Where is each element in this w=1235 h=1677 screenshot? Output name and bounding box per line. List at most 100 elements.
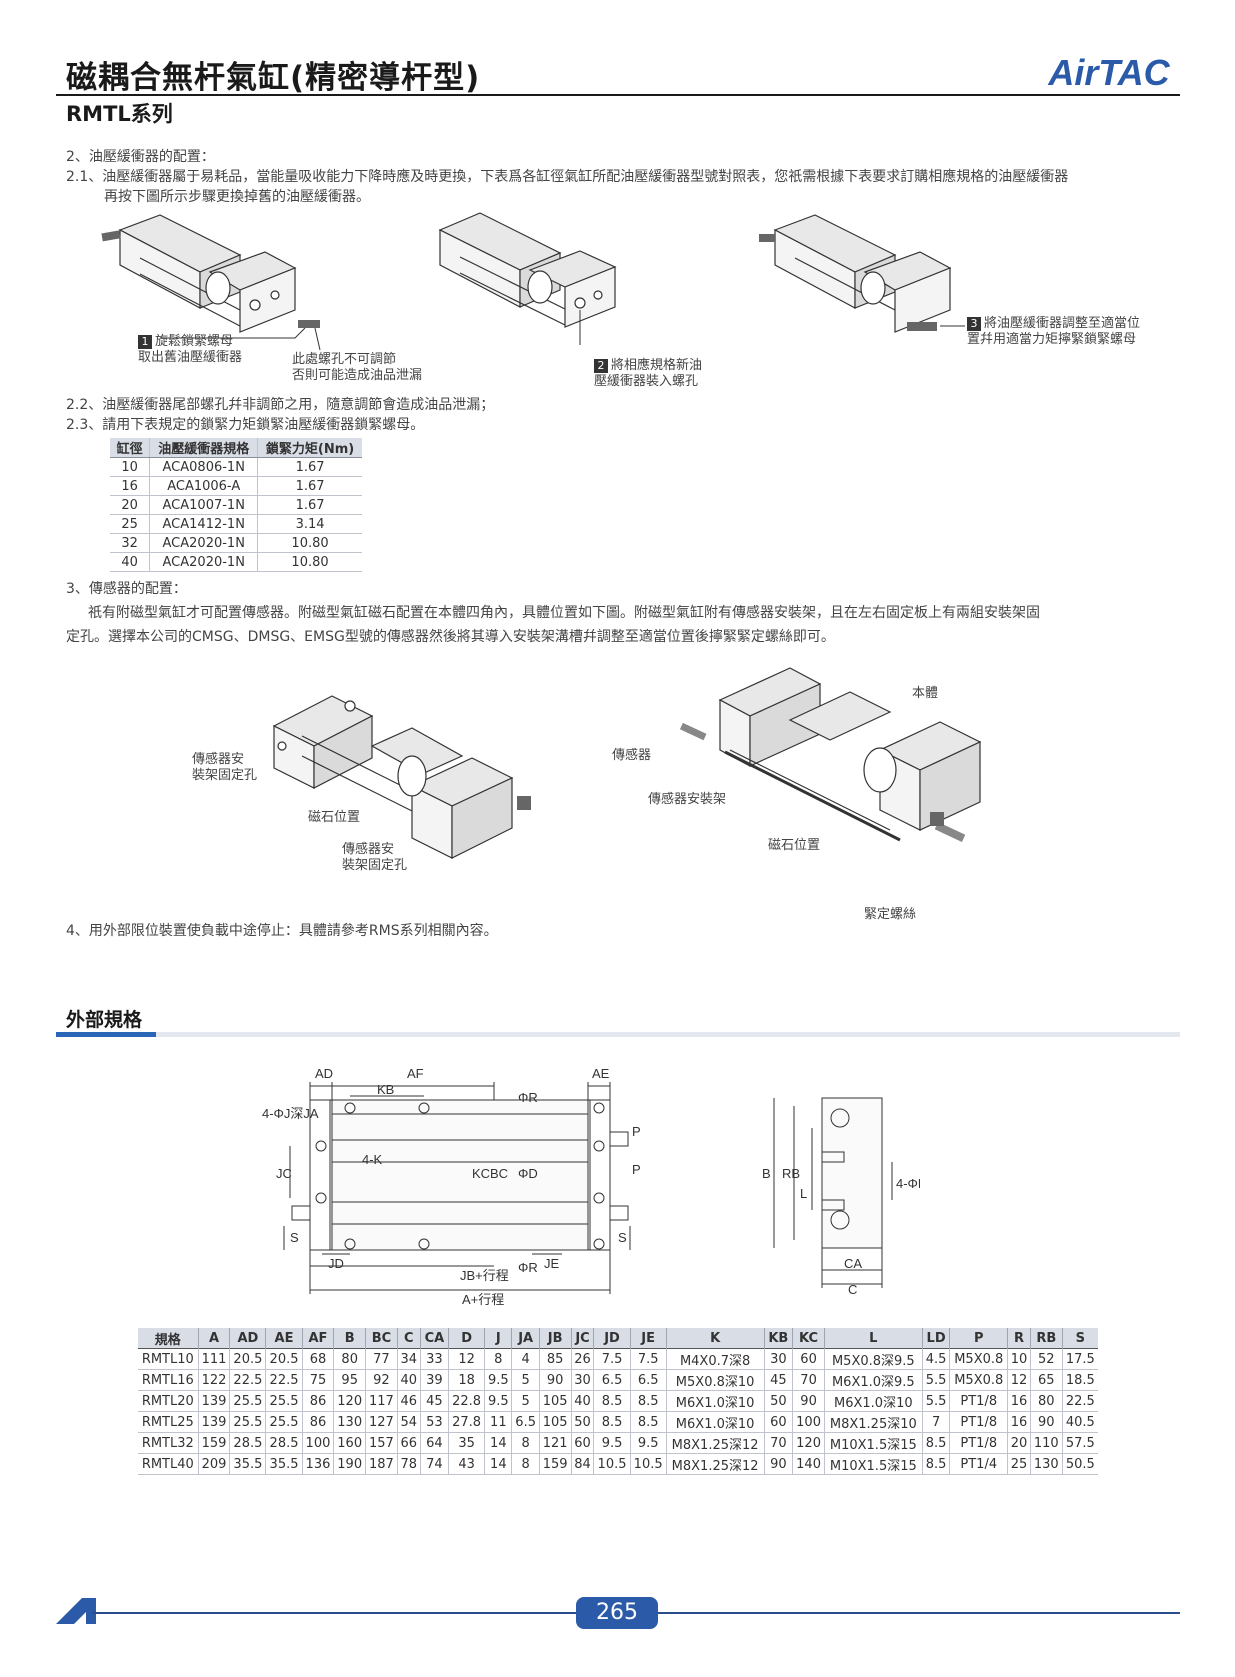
spec-header-cell: AE bbox=[265, 1328, 303, 1349]
spec-cell: 5.5 bbox=[921, 1369, 950, 1391]
spec-cell: 45 bbox=[763, 1369, 793, 1391]
spec-cell: 6.5 bbox=[593, 1369, 631, 1391]
spec-cell: 14 bbox=[484, 1432, 512, 1454]
spec-cell: 30 bbox=[763, 1348, 793, 1370]
spec-cell: 50 bbox=[570, 1411, 594, 1433]
cell: ACA2020-1N bbox=[149, 533, 258, 553]
airtac-logo: AirTAC bbox=[1038, 52, 1180, 92]
spec-cell: 120 bbox=[333, 1390, 366, 1412]
spec-cell: 159 bbox=[197, 1432, 230, 1454]
dim-JC: JC bbox=[276, 1166, 292, 1181]
spec-cell: 45 bbox=[419, 1390, 449, 1412]
dim-L: L bbox=[800, 1186, 807, 1201]
magnet-position-label-2: 磁石位置 bbox=[768, 838, 821, 853]
spec-cell: 25.5 bbox=[229, 1390, 266, 1412]
step3-line1: 將油壓緩衝器調整至適當位 bbox=[984, 316, 1141, 331]
spec-header-cell: BC bbox=[365, 1328, 398, 1349]
spec-cell: 57.5 bbox=[1061, 1432, 1098, 1454]
spec-cell: 127 bbox=[365, 1411, 398, 1433]
label-line: 裝架固定孔 bbox=[342, 858, 408, 873]
spec-cell: 20.5 bbox=[229, 1348, 266, 1370]
spec-cell: RMTL16 bbox=[138, 1369, 199, 1391]
spec-cell: 86 bbox=[301, 1390, 334, 1412]
spec-cell: 117 bbox=[365, 1390, 398, 1412]
buffer-adjust-illustration bbox=[759, 214, 965, 333]
step1-number: 1 bbox=[138, 334, 152, 349]
section3-line2: 定孔。選擇本公司的CMSG、DMSG、EMSG型號的傳感器然後將其導入安裝架溝槽… bbox=[66, 629, 835, 645]
spec-cell: 90 bbox=[538, 1369, 572, 1391]
dim-BC: BC bbox=[490, 1166, 508, 1181]
spec-cell: RMTL25 bbox=[138, 1411, 199, 1433]
note-callout: 此處螺孔不可調節 否則可能造成油品泄漏 bbox=[292, 352, 422, 384]
spec-header-cell: C bbox=[396, 1328, 421, 1349]
step2-line1: 將相應規格新油 bbox=[611, 358, 703, 373]
spec-cell: M8X1.25深12 bbox=[665, 1432, 764, 1454]
spec-cell: 190 bbox=[333, 1453, 366, 1475]
spec-header-cell: B bbox=[333, 1328, 366, 1349]
dimension-drawing-side: B RB L 4-ΦLD CA C bbox=[762, 1097, 920, 1297]
note-line2: 否則可能造成油品泄漏 bbox=[292, 368, 423, 383]
spec-cell: 100 bbox=[792, 1411, 825, 1433]
spec-cell: 52 bbox=[1029, 1348, 1063, 1370]
spec-header-cell: J bbox=[484, 1328, 512, 1349]
spec-header-cell: JC bbox=[570, 1328, 594, 1349]
spec-cell: 22.8 bbox=[448, 1390, 485, 1412]
spec-cell: 5.5 bbox=[921, 1390, 950, 1412]
spec-cell: 139 bbox=[197, 1390, 230, 1412]
note-line1: 此處螺孔不可調節 bbox=[292, 352, 397, 367]
spec-cell: 9.5 bbox=[484, 1369, 512, 1391]
spec-cell: 78 bbox=[396, 1453, 421, 1475]
spec-header-cell: R bbox=[1007, 1328, 1031, 1349]
spec-cell: 80 bbox=[333, 1348, 366, 1370]
spec-cell: 53 bbox=[419, 1411, 449, 1433]
spec-cell: 5 bbox=[511, 1390, 540, 1412]
spec-cell: 25.5 bbox=[265, 1390, 303, 1412]
dims-section-title: 外部規格 bbox=[66, 1009, 143, 1031]
spec-cell: 84 bbox=[570, 1453, 594, 1475]
section4-text: 4、用外部限位裝置使負載中途停止：具體請參考RMS系列相關內容。 bbox=[66, 923, 498, 939]
dimension-drawing-front: AD AF AE KB ΦR 4-ΦJ深JA 4-K JC KC BC ΦD P… bbox=[262, 1066, 641, 1307]
spec-cell: 35 bbox=[448, 1432, 485, 1454]
dim-JB: JB+行程 bbox=[460, 1268, 509, 1283]
spec-cell: 7.5 bbox=[593, 1348, 631, 1370]
torque-header-torque: 鎖緊力矩(Nm) bbox=[257, 438, 362, 458]
spec-cell: 9.5 bbox=[629, 1432, 667, 1454]
spec-cell: 18.5 bbox=[1061, 1369, 1098, 1391]
spec-cell: 8.5 bbox=[593, 1390, 631, 1412]
spec-header-cell: 規格 bbox=[138, 1328, 199, 1349]
spec-cell: 35.5 bbox=[265, 1453, 303, 1475]
dim-KB: KB bbox=[377, 1082, 394, 1097]
spec-cell: 40.5 bbox=[1061, 1411, 1098, 1433]
spec-header-cell: LD bbox=[921, 1328, 950, 1349]
cell: 3.14 bbox=[257, 514, 362, 534]
spec-cell: M6X1.0深10 bbox=[665, 1411, 764, 1433]
section2-para-2-3: 2.3、請用下表規定的鎖緊力矩鎖緊油壓緩衝器鎖緊螺母。 bbox=[66, 417, 425, 433]
spec-cell: 209 bbox=[197, 1453, 230, 1475]
step2-number: 2 bbox=[594, 358, 608, 373]
buffer-insert-illustration bbox=[438, 212, 617, 345]
dim-JE: JE bbox=[544, 1256, 560, 1271]
spec-cell: 6.5 bbox=[629, 1369, 667, 1391]
spec-cell: 110 bbox=[1029, 1432, 1063, 1454]
spec-cell: 18 bbox=[448, 1369, 485, 1391]
spec-header-cell: JE bbox=[629, 1328, 667, 1349]
dim-JD: JD bbox=[328, 1256, 344, 1271]
dim-P2: P bbox=[632, 1162, 641, 1177]
spec-cell: 105 bbox=[538, 1411, 572, 1433]
torque-header-model: 油壓緩衝器規格 bbox=[149, 438, 258, 458]
sensor-left-illustration bbox=[272, 695, 531, 859]
spec-cell: 7.5 bbox=[629, 1348, 667, 1370]
spec-cell: 68 bbox=[301, 1348, 334, 1370]
spec-cell: 50.5 bbox=[1061, 1453, 1098, 1475]
spec-cell: 5 bbox=[511, 1369, 540, 1391]
cell: 1.67 bbox=[257, 495, 362, 515]
spec-cell: 43 bbox=[448, 1453, 485, 1475]
cell: 1.67 bbox=[257, 476, 362, 496]
